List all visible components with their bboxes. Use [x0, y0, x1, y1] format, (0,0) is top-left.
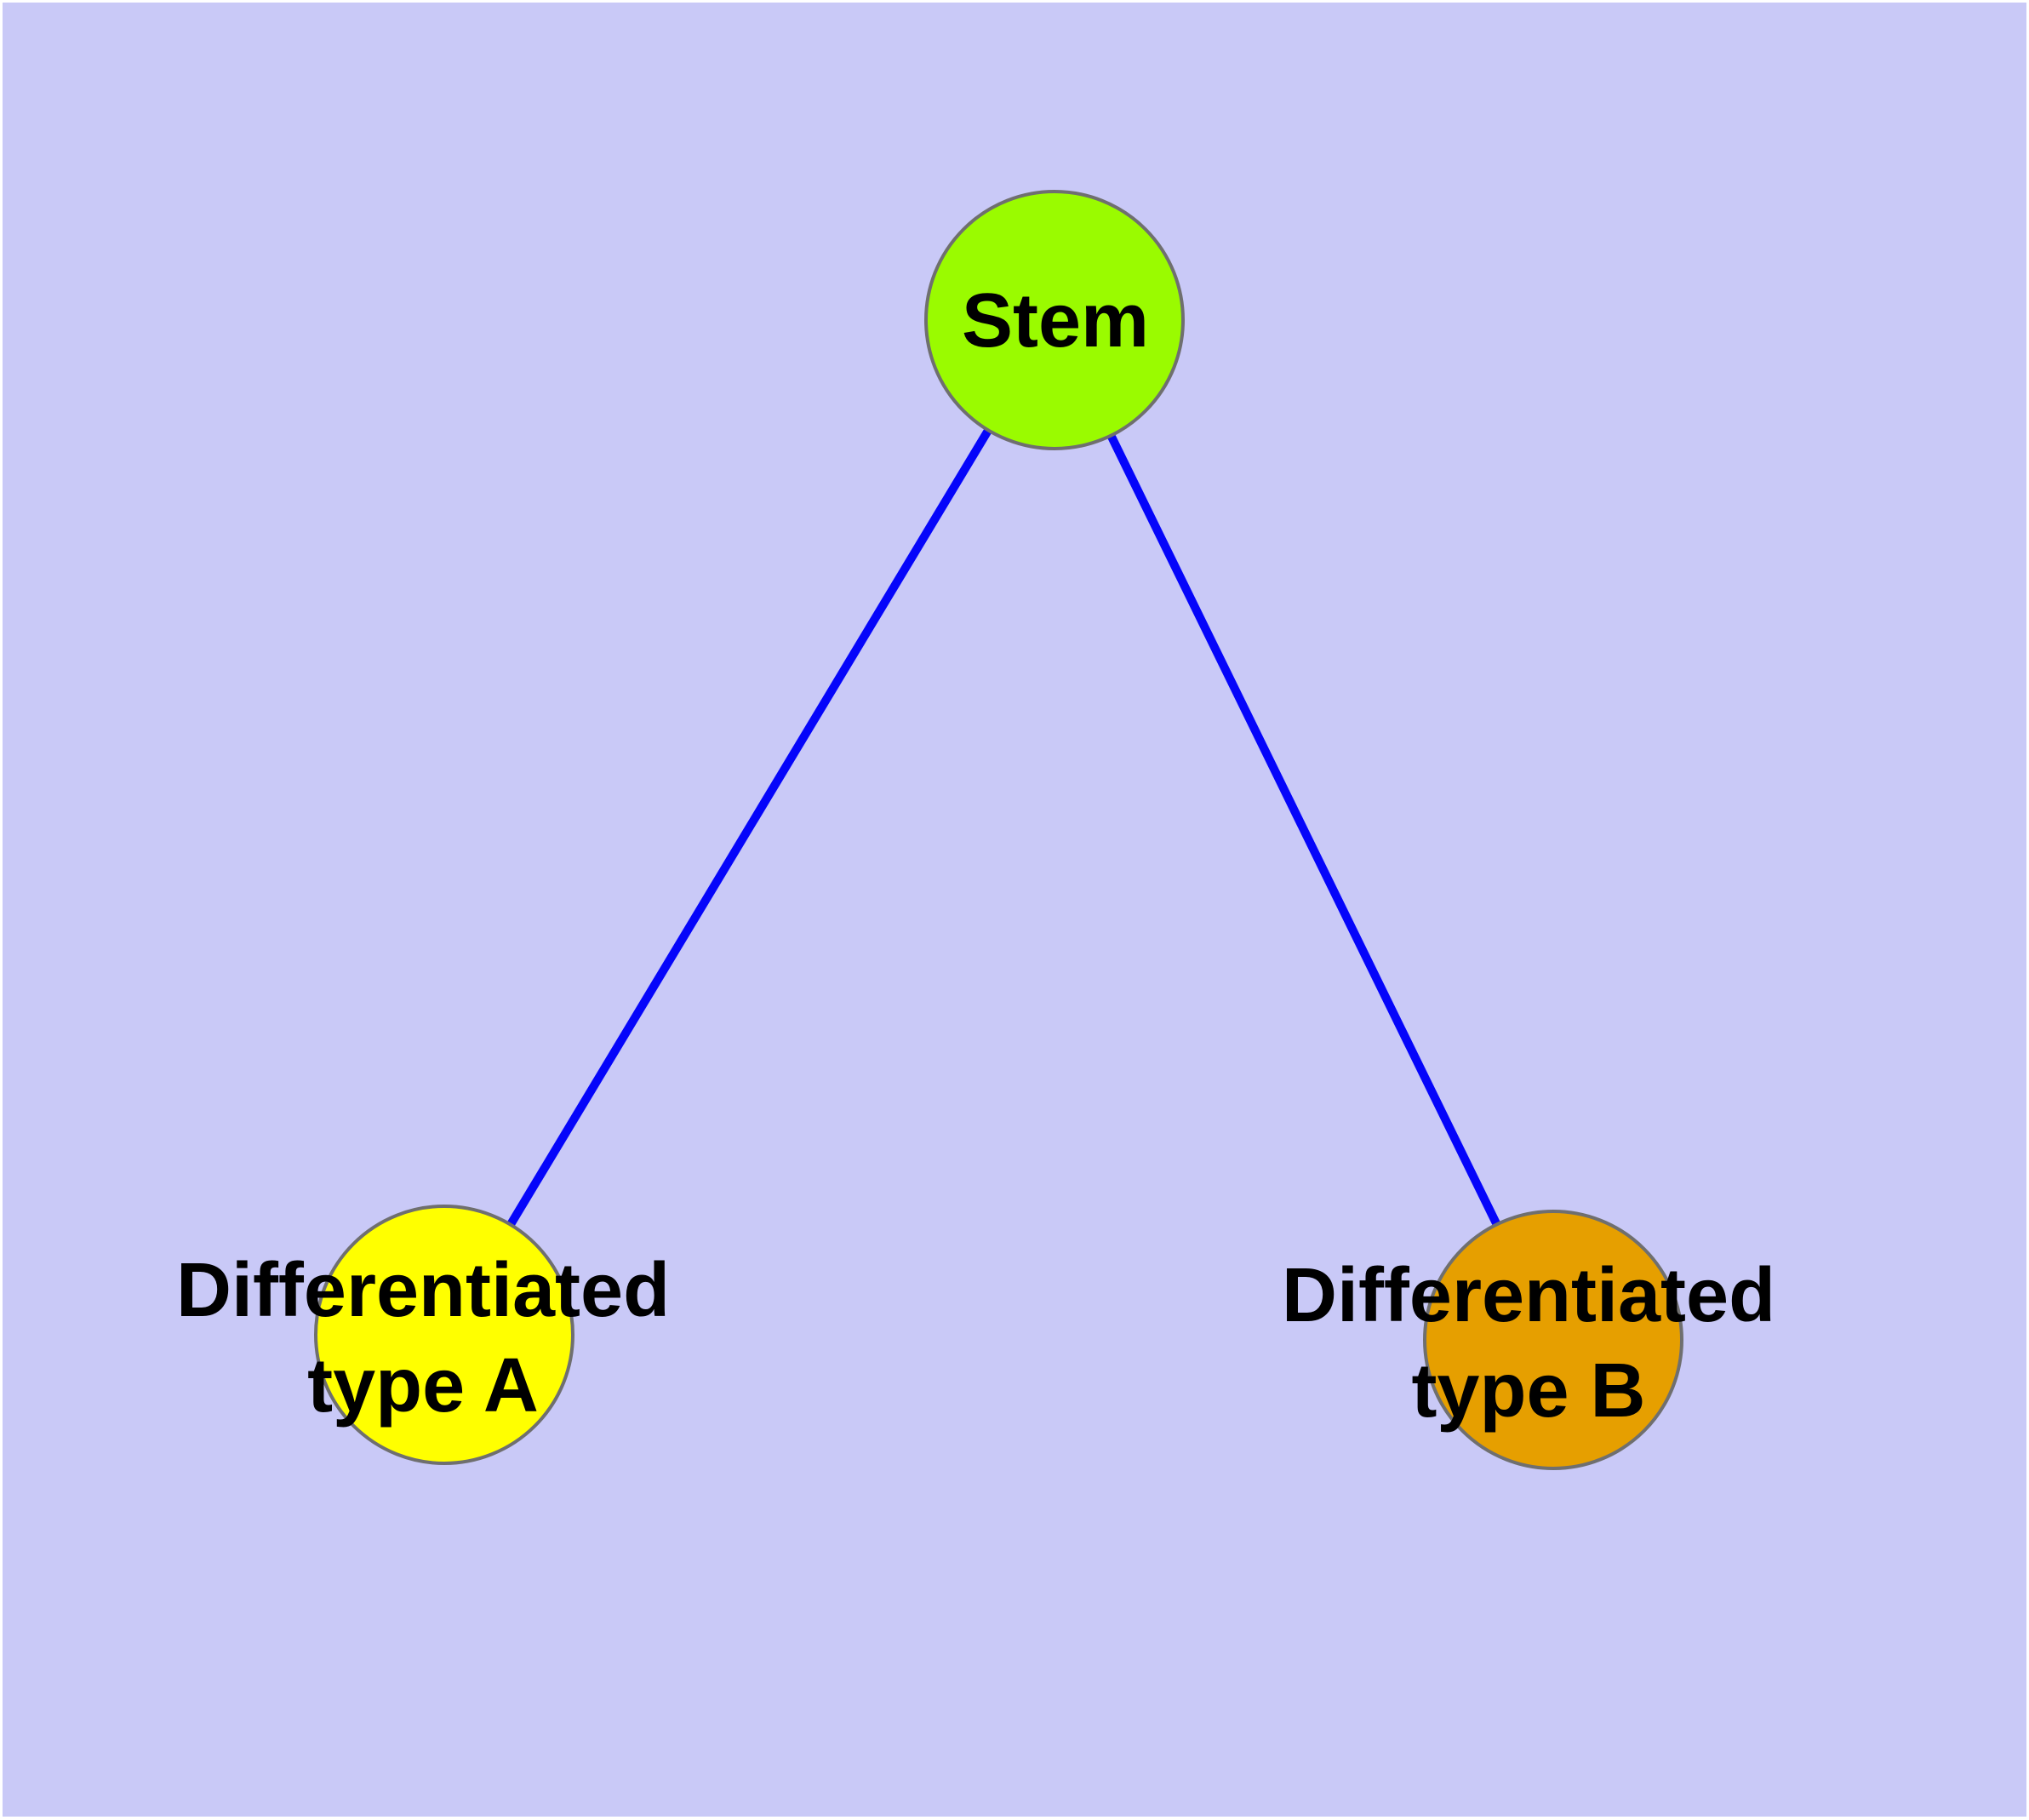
node-label-type-b: Differentiated type B — [1282, 1248, 1775, 1439]
node-stem-circle — [924, 190, 1185, 450]
node-type-b-circle — [1423, 1210, 1683, 1470]
node-type-a-circle — [314, 1205, 574, 1465]
node-label-stem: Stem — [961, 278, 1150, 363]
node-label-type-b-line2: type B — [1411, 1348, 1646, 1434]
edge-stem-to-type-b — [1050, 318, 1557, 1342]
node-label-type-a-line2: type A — [307, 1343, 539, 1428]
node-label-type-a: Differentiated type A — [176, 1243, 670, 1434]
node-label-type-b-line1: Differentiated — [1281, 1253, 1776, 1338]
edge-stem-to-type-a — [440, 318, 1059, 1337]
graph-canvas: Stem Differentiated type A Differentiate… — [3, 3, 2026, 1817]
graph-svg — [314, 190, 1683, 1470]
node-label-type-a-line1: Differentiated — [175, 1248, 671, 1333]
